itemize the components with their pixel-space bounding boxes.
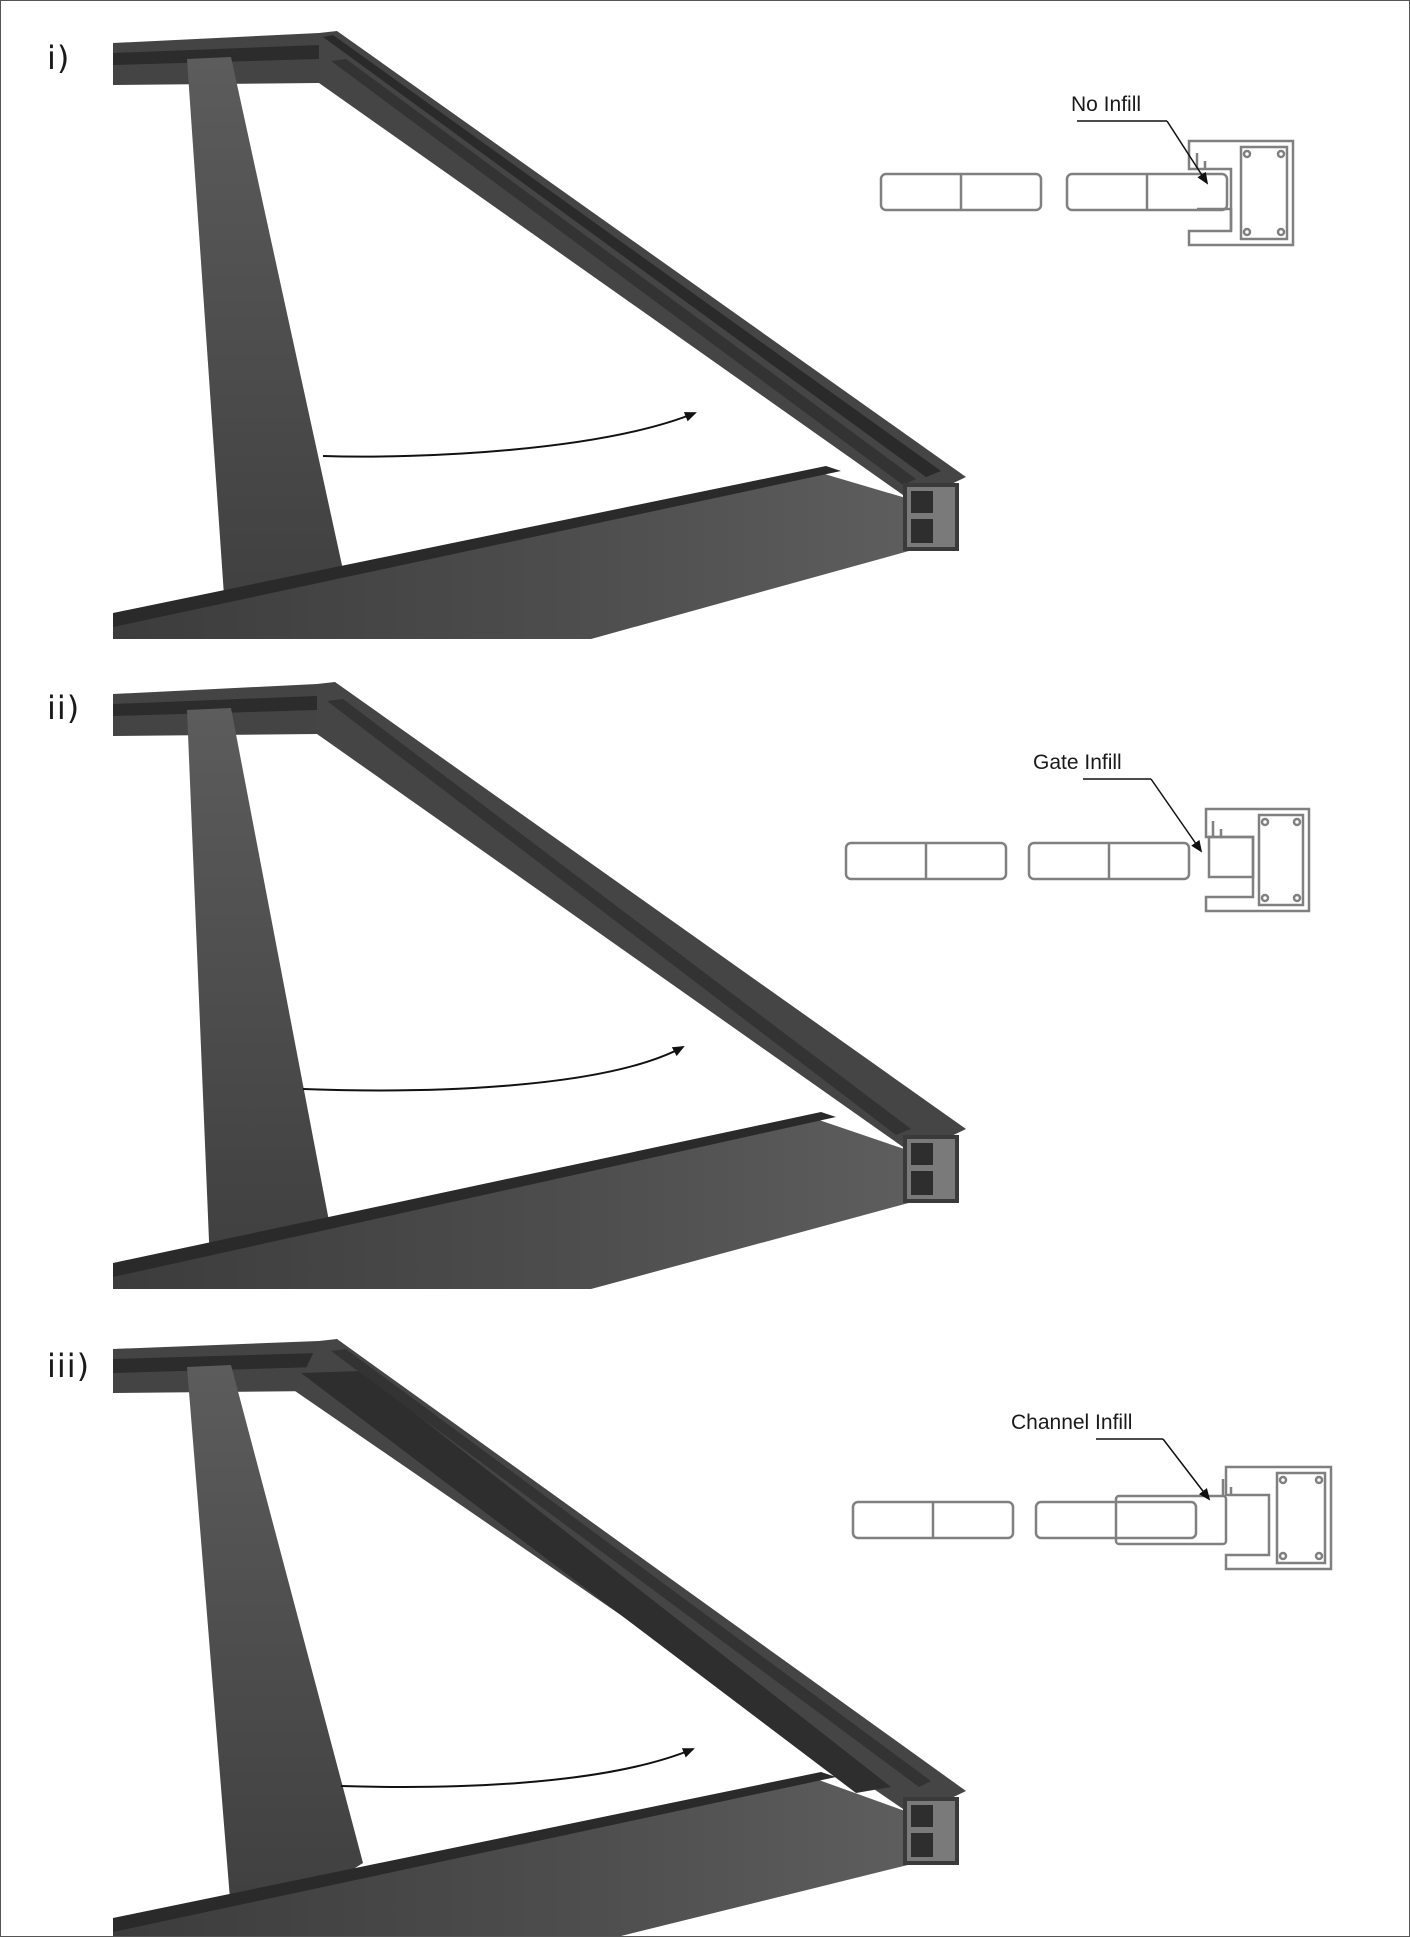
bottom-rail: [113, 473, 916, 639]
post-profile: [1187, 139, 1295, 247]
panel-2-pointer-arrow: [302, 1046, 685, 1092]
panel-1-pointer-arrow: [322, 412, 697, 458]
center-stile: [187, 1365, 363, 1936]
bottom-rail: [113, 1119, 916, 1289]
panel-3-pointer-arrow: [340, 1748, 695, 1788]
panel-2-frame-render: [113, 682, 966, 1289]
panel-1-label: i): [47, 39, 71, 77]
center-stile: [187, 57, 345, 639]
post-profile: [1224, 1465, 1333, 1571]
panel-3-callout-label: Channel Infill: [1011, 1411, 1133, 1434]
panel-3-section-diagram: [851, 1438, 1333, 1571]
panel-1-callout-label: No Infill: [1071, 93, 1142, 116]
panel-2-label: ii): [47, 689, 81, 727]
panel-1-frame-render: [113, 31, 966, 639]
panel-3-label: iii): [47, 1347, 91, 1385]
side-rail: [317, 682, 966, 1153]
bottom-rail: [113, 1779, 916, 1936]
panel-1-section-diagram: [879, 120, 1295, 247]
panel-3-frame-render: [113, 1339, 966, 1936]
panel-2-callout-label: Gate Infill: [1033, 751, 1122, 774]
center-stile: [187, 708, 329, 1289]
panel-2-section-diagram: [844, 778, 1311, 913]
